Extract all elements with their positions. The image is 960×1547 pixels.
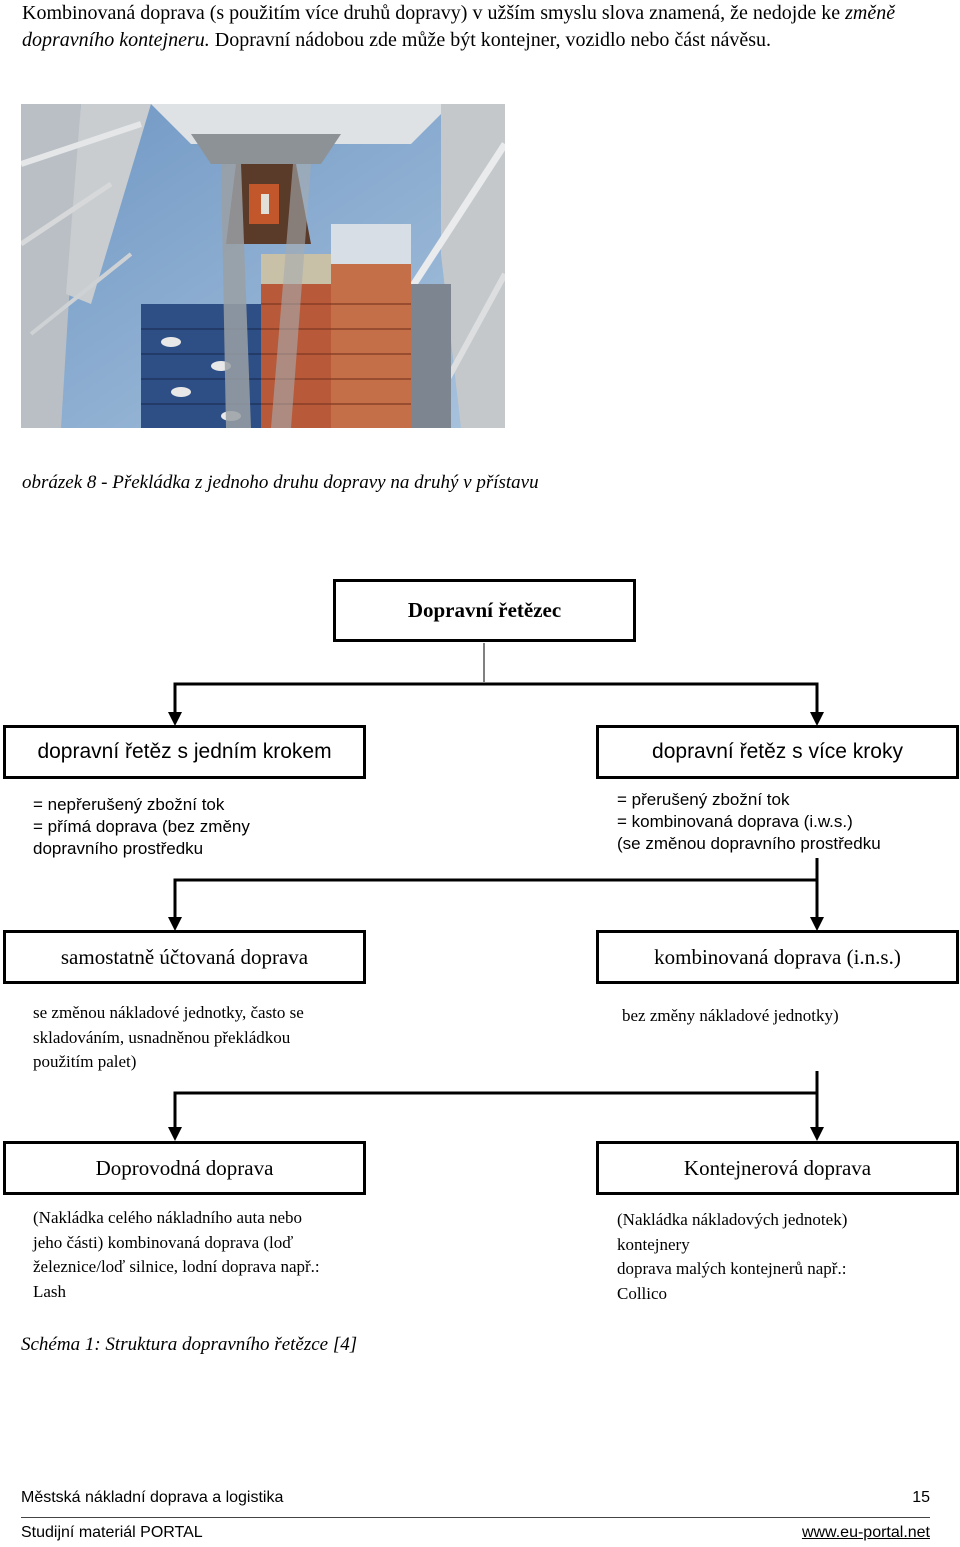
box-combined-transport-ins: kombinovaná doprava (i.n.s.)	[596, 930, 959, 984]
left1-desc-line: dopravního prostředku	[33, 839, 204, 858]
right1-title: dopravní řetěz s více kroky	[652, 740, 903, 763]
footer-website-link[interactable]: www.eu-portal.net	[801, 1524, 930, 1541]
schema-caption: Schéma 1: Struktura dopravního řetězce […	[21, 1334, 358, 1355]
right1-desc-line: = přerušený zbožní tok	[617, 790, 790, 809]
left1-desc-line: = přímá doprava (bez změny	[33, 817, 250, 836]
left3-title: Doprovodná doprava	[95, 1155, 274, 1180]
intro-text-2: Dopravní nádobou zde může být kontejner,…	[209, 29, 772, 51]
left3-desc-line: Lash	[33, 1281, 67, 1301]
arrow-right2	[810, 917, 824, 931]
footer-page-number: 15	[912, 1489, 930, 1506]
left2-desc-line: použitím palet)	[33, 1052, 137, 1071]
box-accompanied-transport: Doprovodná doprava	[3, 1141, 366, 1195]
port-crane-photo	[21, 104, 505, 428]
footer-divider	[21, 1517, 930, 1518]
root-box-dopravni-retezec: Dopravní řetězec	[333, 579, 636, 642]
arrow-left3	[168, 1127, 182, 1141]
root-title: Dopravní řetězec	[407, 598, 562, 622]
left1-description: = nepřerušený zbožní tok = přímá doprava…	[33, 794, 250, 860]
left2-desc-line: se změnou nákladové jednotky, často se	[33, 1003, 304, 1022]
right3-desc-line: doprava malých kontejnerů např.:	[617, 1259, 847, 1278]
left3-desc-line: jeho části) kombinovaná doprava (loď	[33, 1232, 294, 1252]
arrow-left2	[168, 917, 182, 931]
right1-desc-line: (se změnou dopravního prostředku	[617, 834, 881, 853]
box-container-transport: Kontejnerová doprava	[596, 1141, 959, 1195]
right1-desc-line: = kombinovaná doprava (i.w.s.)	[617, 812, 853, 831]
footer-bottom-row: Studijní materiál PORTAL www.eu-portal.n…	[21, 1524, 930, 1542]
left2-desc-line: skladováním, usnadněnou překládkou	[33, 1027, 291, 1047]
right1-description: = přerušený zbožní tok = kombinovaná dop…	[617, 789, 881, 855]
box-multi-step-chain: dopravní řetěz s více kroky	[596, 725, 959, 779]
left3-desc-line: železnice/loď silnice, lodní doprava nap…	[33, 1257, 320, 1276]
footer-top-row: Městská nákladní doprava a logistika 15	[21, 1489, 930, 1507]
footer-publisher: Studijní materiál PORTAL	[21, 1524, 203, 1541]
left1-title: dopravní řetěz s jedním krokem	[37, 740, 332, 763]
right2-description: bez změny nákladové jednotky)	[622, 1004, 839, 1029]
figure-caption: obrázek 8 - Překládka z jednoho druhu do…	[22, 472, 539, 493]
intro-paragraph: Kombinovaná doprava (s použitím více dru…	[22, 0, 922, 54]
level2-connector	[173, 878, 819, 918]
right3-description: (Nakládka nákladových jednotek) kontejne…	[617, 1208, 847, 1306]
right3-title: Kontejnerová doprava	[683, 1155, 872, 1180]
footer-doc-title: Městská nákladní doprava a logistika	[21, 1489, 284, 1506]
level3-connector	[173, 1091, 819, 1128]
right3-desc-line: (Nakládka nákladových jednotek)	[617, 1210, 848, 1229]
right3-desc-line: Collico	[617, 1283, 668, 1303]
right2-title: kombinovaná doprava (i.n.s.)	[654, 944, 901, 969]
left2-description: se změnou nákladové jednotky, často se s…	[33, 1001, 304, 1075]
arrow-left1	[168, 712, 182, 726]
arrow-right3	[810, 1127, 824, 1141]
box-separately-billed-transport: samostatně účtovaná doprava	[3, 930, 366, 984]
level1-connector	[173, 682, 819, 713]
intro-text-1: Kombinovaná doprava (s použitím více dru…	[22, 2, 846, 24]
left3-description: (Nakládka celého nákladního auta nebo je…	[33, 1206, 320, 1304]
intro-emphasis: změně dopravního kontejneru.	[22, 2, 896, 51]
left1-desc-line: = nepřerušený zbožní tok	[33, 795, 225, 814]
arrow-right1	[810, 712, 824, 726]
left3-desc-line: (Nakládka celého nákladního auta nebo	[33, 1208, 303, 1227]
right2-desc-line: bez změny nákladové jednotky)	[622, 1006, 839, 1025]
right3-desc-line: kontejnery	[617, 1234, 690, 1254]
box-single-step-chain: dopravní řetěz s jedním krokem	[3, 725, 366, 779]
left2-title: samostatně účtovaná doprava	[60, 944, 309, 969]
